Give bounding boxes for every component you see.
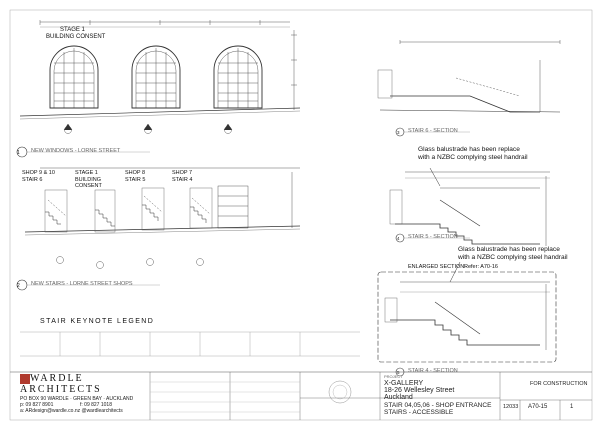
firm-email: a: ARdesign@wardle.co.nz @wardlearchitec… [20, 408, 123, 414]
section-number: 3 [397, 130, 400, 135]
stage1-subtitle: BUILDING CONSENT [46, 34, 106, 40]
revision-number: 1 [570, 404, 574, 410]
logo-mark [20, 374, 30, 384]
stair-risers [45, 204, 207, 227]
arched-window [213, 45, 263, 109]
stair-6-section [377, 40, 561, 137]
firm-address: PO BOX 90 WARDLE · GREEN BAY · AUCKLAND [20, 396, 134, 402]
balustrade-note: Glass balustrade has been replace with a… [458, 246, 568, 261]
status-label: FOR CONSTRUCTION [530, 381, 588, 387]
drawing-title2: STAIRS - ACCESSIBLE [384, 409, 454, 416]
firm-name-line2: ARCHITECTS [20, 384, 102, 395]
enlarged-section-ref: Refer: A70-16 [464, 264, 498, 270]
windows-elevation [16, 20, 301, 158]
section-label: STAIR 6 - SECTION [408, 128, 458, 134]
drawing-title1: STAIR 04,05,06 - SHOP ENTRANCE [384, 402, 492, 409]
arched-window [49, 45, 99, 109]
sheet-frame [9, 9, 593, 421]
view1-label: NEW WINDOWS - LORNE STREET [31, 148, 121, 154]
shop-label: SHOP 8 STAIR 5 [125, 170, 146, 183]
enlarged-section-label: ENLARGED SECTION: [408, 264, 466, 270]
stairs-elevation [16, 167, 301, 291]
title-block [10, 371, 592, 420]
sheet-number: A70-15 [528, 404, 548, 410]
section-number: 4 [397, 236, 400, 241]
project-label: PROJECT [384, 374, 403, 379]
job-number: 12033 [503, 404, 519, 410]
section-label: STAIR 5 - SECTION [408, 234, 458, 240]
view2-label: NEW STAIRS - LORNE STREET SHOPS [31, 281, 133, 287]
project-name: X-GALLERY [384, 380, 424, 387]
shop-label: SHOP 9 & 10 STAIR 6 [22, 170, 55, 183]
balustrade-note: Glass balustrade has been replace with a… [418, 146, 528, 161]
firm-name-line1: WARDLE [30, 373, 84, 384]
arched-window [131, 45, 181, 109]
legend-title: STAIR KEYNOTE LEGEND [40, 318, 155, 325]
keynote-legend [20, 331, 360, 357]
firm-phone: p: 09 827 8901 [20, 402, 54, 408]
stair-5-section [389, 171, 550, 246]
project-address2: Auckland [384, 394, 413, 401]
section-number: 5 [397, 370, 400, 375]
project-address1: 18-26 Wellesley Street [384, 387, 455, 394]
stair-4-section [377, 271, 557, 377]
firm-fax: f: 09 827 1018 [80, 402, 112, 408]
view2-number: 2 [17, 283, 20, 289]
shop-label: STAGE 1 BUILDING CONSENT [75, 170, 102, 189]
stage1-title: STAGE 1 [60, 27, 85, 33]
view1-number: 1 [17, 150, 20, 156]
shop-label: SHOP 7 STAIR 4 [172, 170, 193, 183]
section-label: STAIR 4 - SECTION [408, 368, 458, 374]
